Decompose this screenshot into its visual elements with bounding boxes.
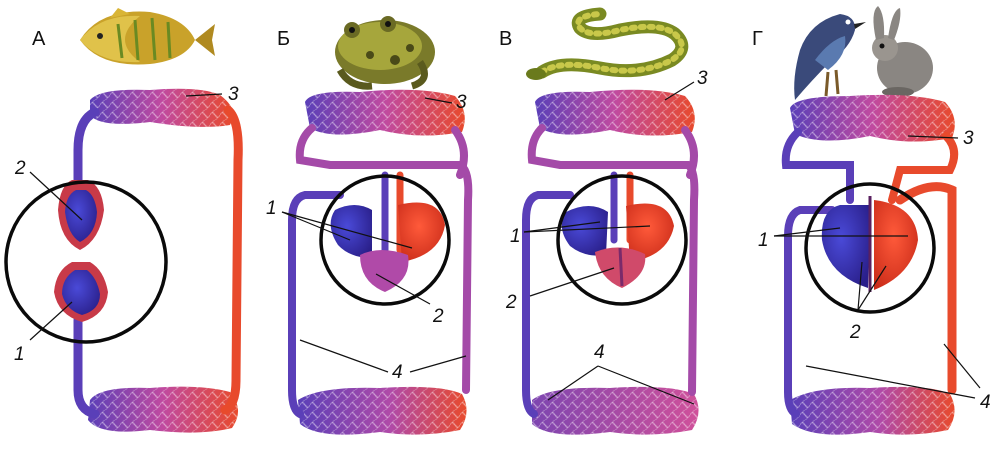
- left-atrium: [398, 203, 445, 263]
- right-heart: [822, 205, 870, 288]
- panel-letter: А: [32, 28, 46, 50]
- label-3: 3: [963, 128, 974, 149]
- label-2: 2: [432, 306, 444, 327]
- label-3: 3: [228, 84, 239, 105]
- label-2: 2: [505, 292, 517, 313]
- label-3: 3: [456, 92, 467, 113]
- label-4: 4: [392, 362, 403, 383]
- dorsal-aorta: [225, 110, 238, 410]
- panel-b: Б 1 2 3 4: [266, 16, 468, 435]
- leader-line: [300, 340, 388, 372]
- label-1: 1: [510, 226, 521, 247]
- panel-c: В 1 2 3 4: [499, 14, 708, 435]
- panel-d: Г: [752, 6, 991, 435]
- panel-letter: Г: [752, 28, 763, 50]
- label-2: 2: [14, 158, 26, 179]
- label-1: 1: [14, 344, 25, 365]
- label-1: 1: [266, 198, 277, 219]
- frog-icon: [335, 16, 435, 86]
- leader-line: [410, 356, 466, 372]
- panel-a: А 2 1 3: [6, 8, 239, 433]
- ventricle: [360, 250, 409, 292]
- label-2: 2: [849, 322, 861, 343]
- bird-icon: [794, 14, 866, 100]
- label-4: 4: [980, 392, 991, 413]
- panel-letter: В: [499, 28, 512, 50]
- label-3: 3: [697, 68, 708, 89]
- right-atrium: [562, 206, 608, 256]
- leader-line: [530, 268, 614, 296]
- snake-icon: [526, 14, 682, 80]
- label-1: 1: [758, 230, 769, 251]
- panel-letter: Б: [277, 28, 290, 50]
- left-heart: [874, 200, 918, 290]
- label-4: 4: [594, 342, 605, 363]
- rabbit-icon: [872, 6, 933, 97]
- fish-icon: [80, 8, 215, 65]
